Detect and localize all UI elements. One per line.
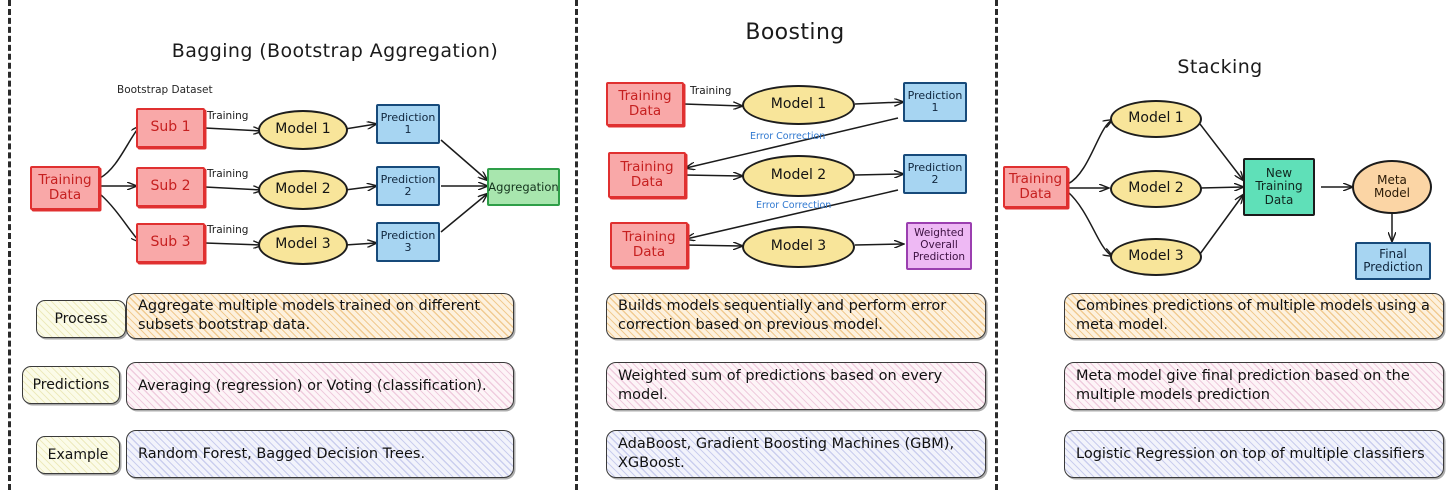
boosting-model-2: Model 2 [742, 155, 855, 197]
boosting-row-text-process: Builds models sequentially and perform e… [606, 293, 986, 339]
boosting-edge-label-training: Training [690, 85, 732, 97]
bagging-row-label-example: Example [36, 436, 120, 474]
boosting-model-3: Model 3 [742, 226, 855, 268]
boosting-row-text-example: AdaBoost, Gradient Boosting Machines (GB… [606, 430, 986, 478]
boosting-edge-label-error-correction-1: Error Correction [750, 131, 826, 142]
bagging-row-text-predictions: Averaging (regression) or Voting (classi… [126, 362, 514, 410]
panel-title-bagging: Bagging (Bootstrap Aggregation) [171, 40, 499, 62]
stacking-model-1: Model 1 [1110, 100, 1202, 138]
panel-title-boosting: Boosting [745, 20, 845, 45]
bagging-model-1: Model 1 [258, 110, 348, 150]
stacking-row-text-predictions: Meta model give final prediction based o… [1064, 362, 1444, 410]
bootstrap-dataset-caption: Bootstrap Dataset [117, 84, 213, 96]
bagging-edge-label-training-2: Training [207, 168, 249, 180]
stacking-model-3: Model 3 [1110, 238, 1202, 276]
bagging-row-label-predictions: Predictions [22, 366, 120, 404]
bagging-edge-label-training-3: Training [207, 224, 249, 236]
bagging-sub-1: Sub 1 [136, 108, 205, 148]
boosting-edge-label-error-correction-2: Error Correction [756, 200, 832, 211]
stacking-row-text-process: Combines predictions of multiple models … [1064, 293, 1444, 339]
boosting-row-text-predictions: Weighted sum of predictions based on eve… [606, 362, 986, 410]
bagging-edge-label-training-1: Training [207, 110, 249, 122]
bagging-model-3: Model 3 [258, 225, 348, 265]
bagging-row-text-process: Aggregate multiple models trained on dif… [126, 293, 514, 339]
boosting-model-1: Model 1 [742, 85, 855, 125]
panel-divider-left [8, 0, 11, 490]
panel-divider-right [995, 0, 998, 490]
bagging-aggregation: Aggregation [487, 168, 560, 206]
bagging-model-2: Model 2 [258, 170, 348, 210]
bagging-row-label-process: Process [36, 300, 126, 338]
bagging-sub-2: Sub 2 [136, 167, 205, 207]
panel-divider-middle [575, 0, 578, 490]
bagging-row-text-example: Random Forest, Bagged Decision Trees. [126, 430, 514, 478]
stacking-row-text-example: Logistic Regression on top of multiple c… [1064, 430, 1444, 478]
stacking-model-2: Model 2 [1110, 170, 1202, 208]
panel-title-stacking: Stacking [1177, 56, 1263, 78]
bagging-sub-3: Sub 3 [136, 223, 205, 263]
